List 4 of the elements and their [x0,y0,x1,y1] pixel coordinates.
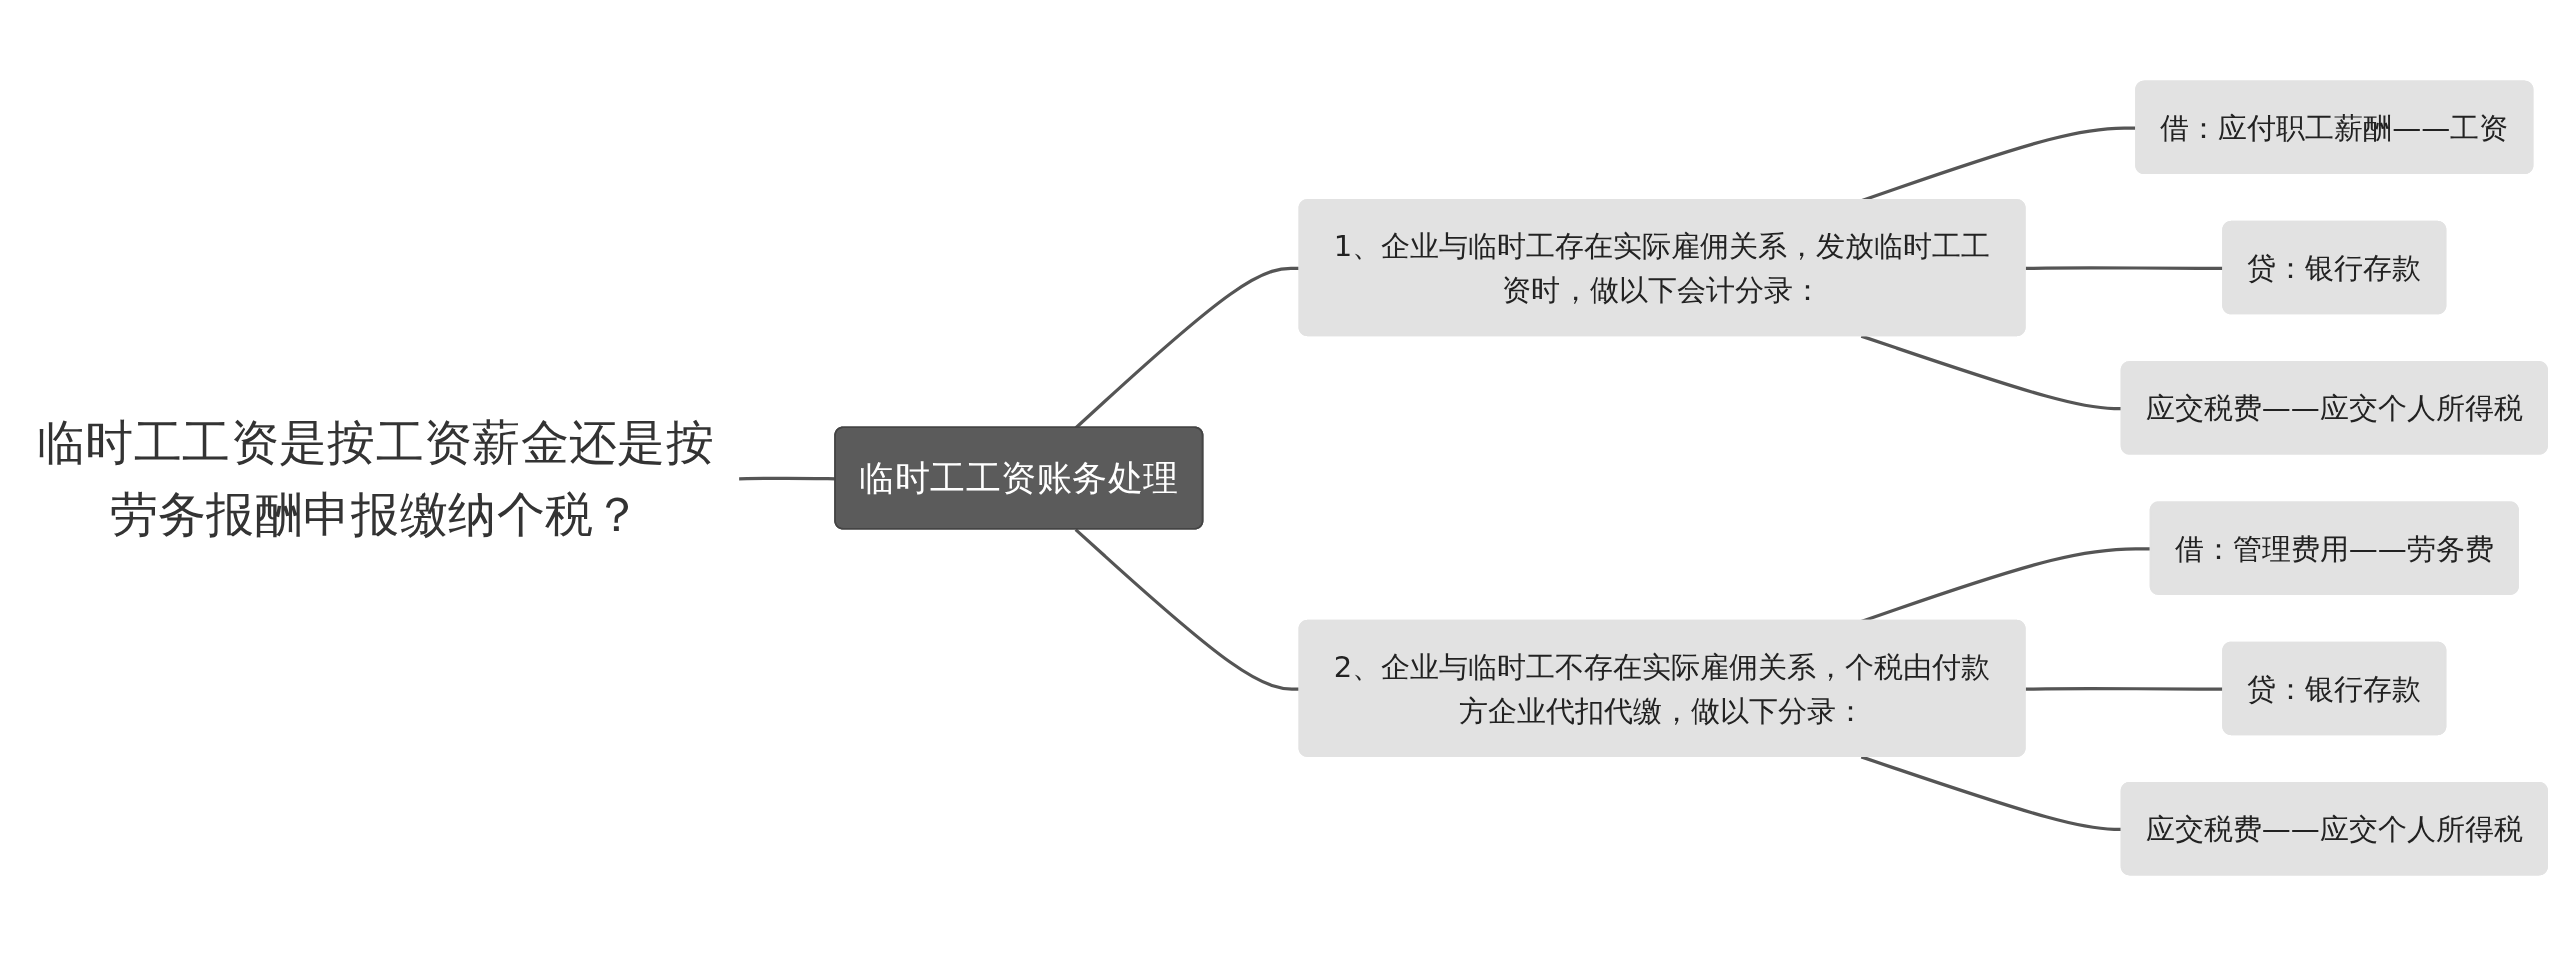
connector [2025,687,2224,691]
node-text: 临时工工资是按工资薪金还是按劳务报酬申报缴纳个税？ [37,413,715,543]
connector [739,476,836,481]
connector [2025,266,2224,271]
